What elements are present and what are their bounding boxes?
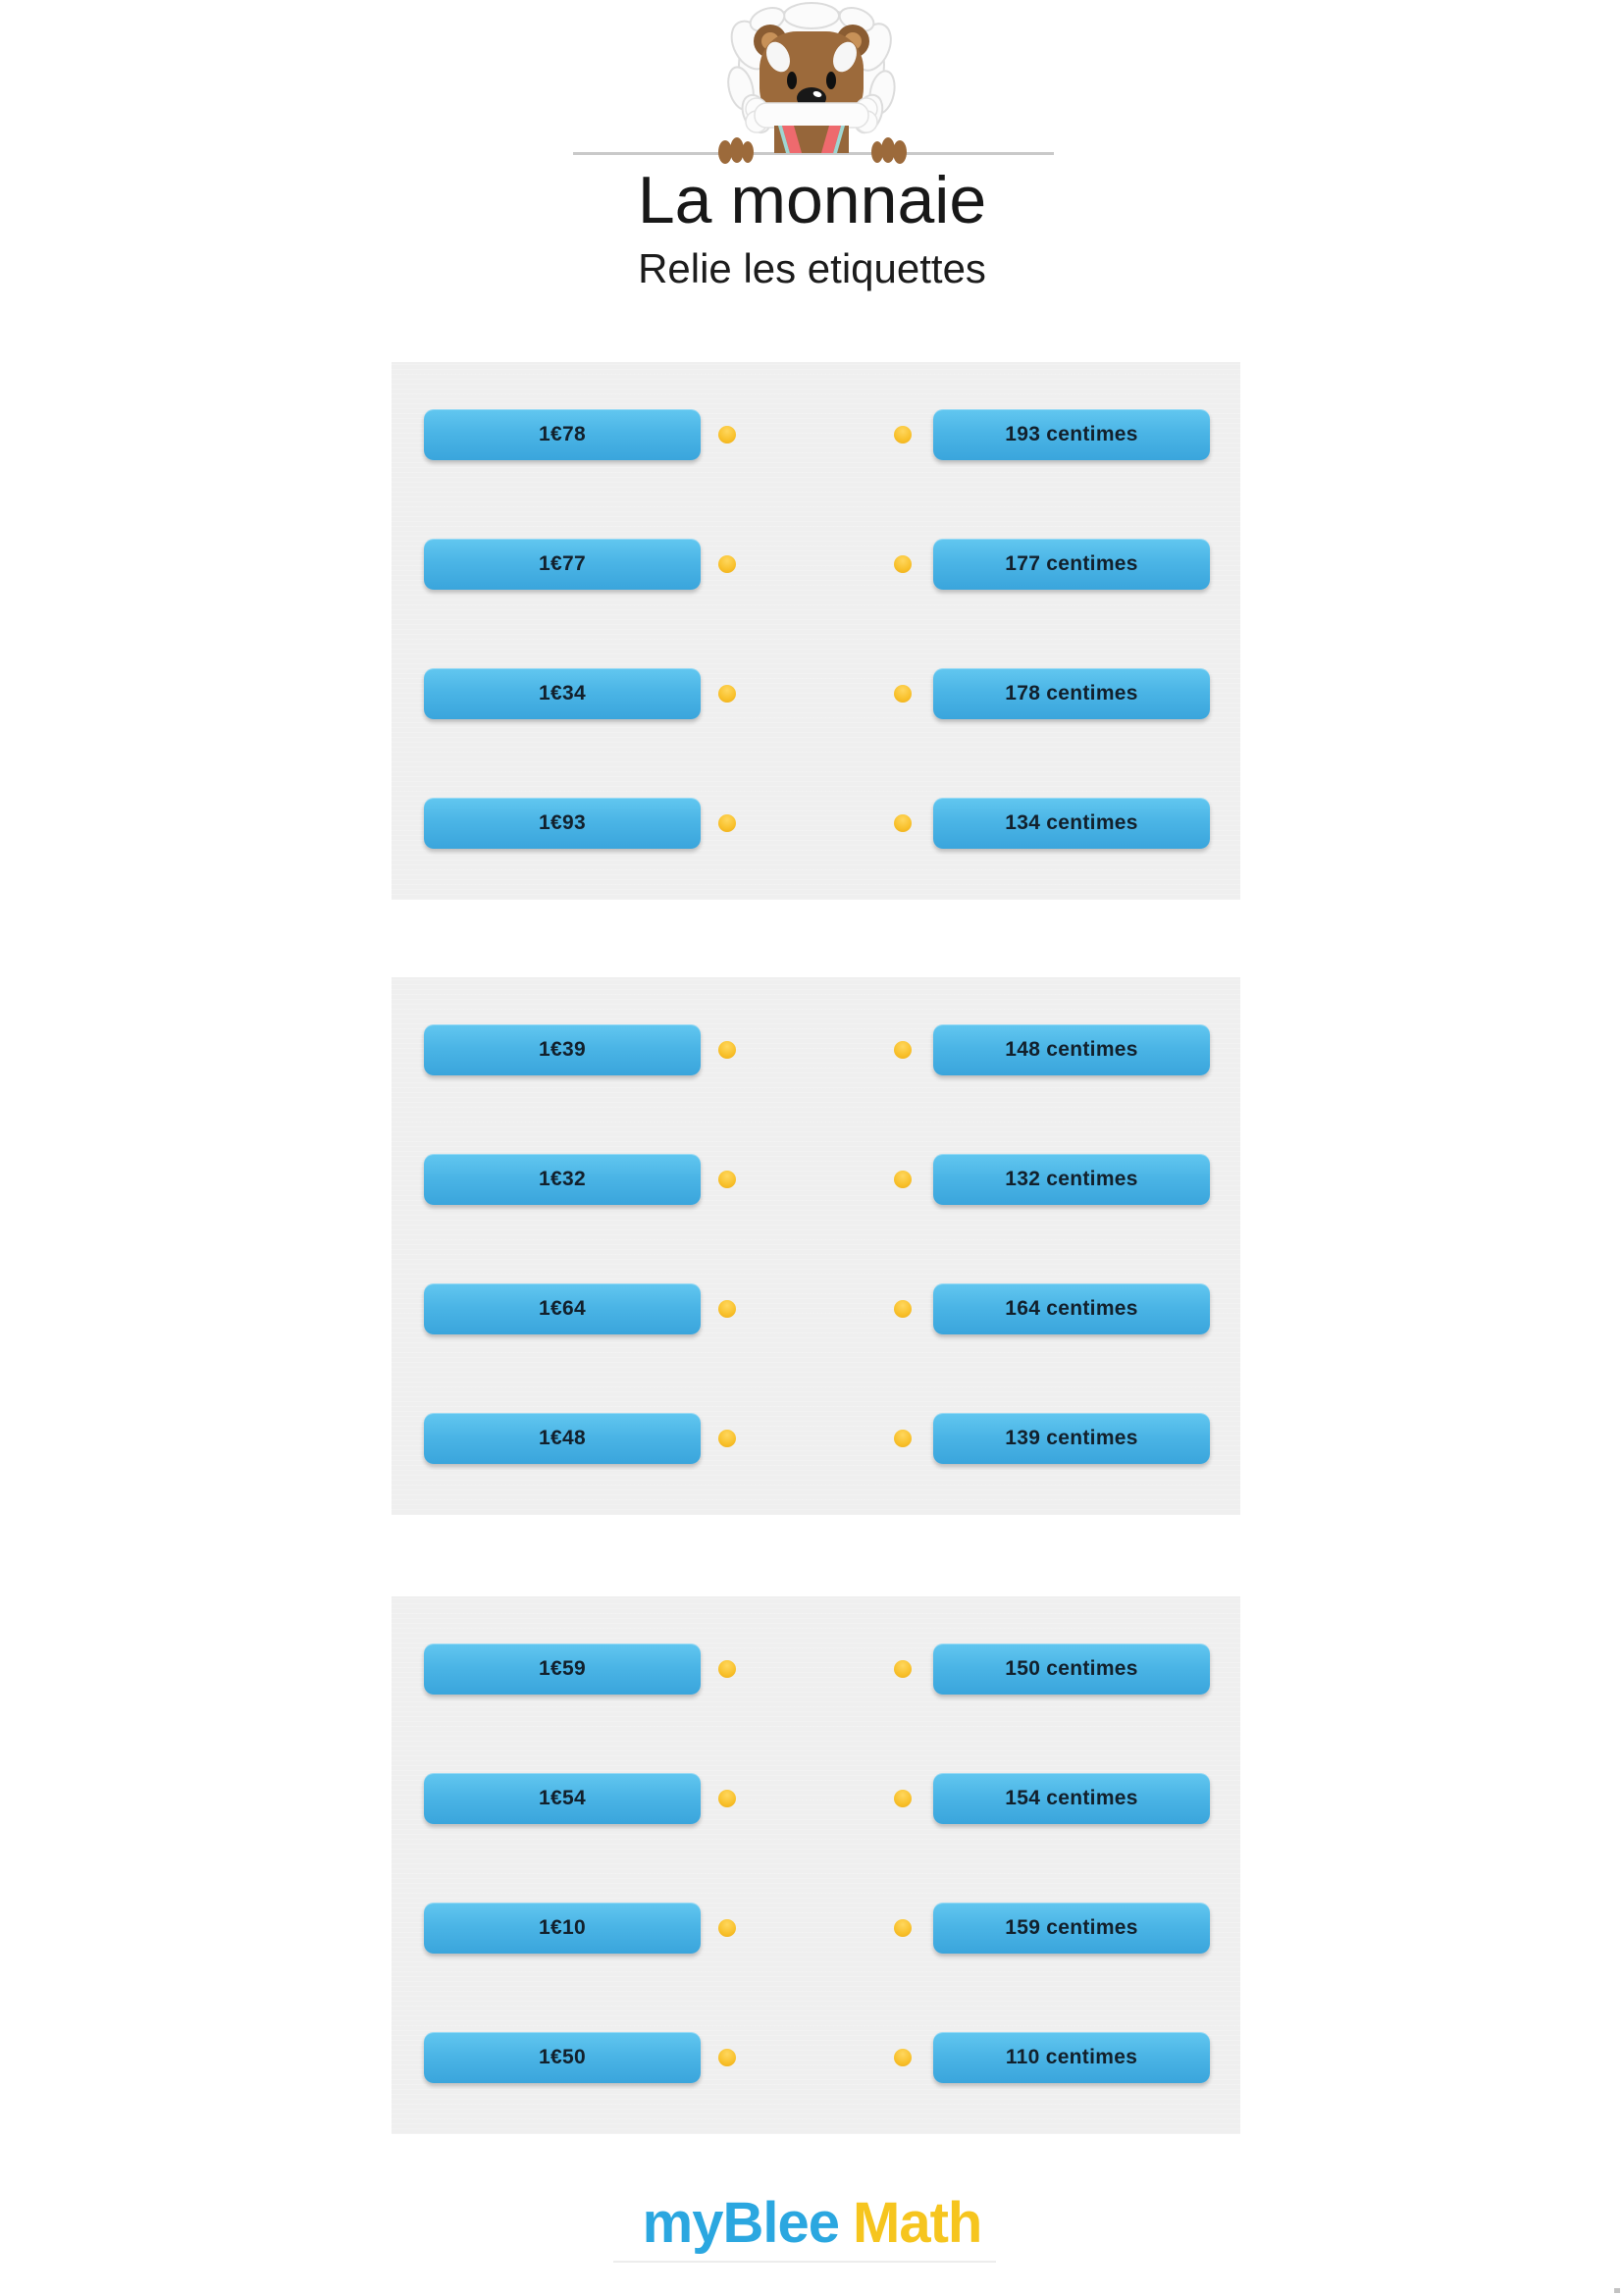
centimes-label-button[interactable]: 164 centimes — [933, 1283, 1210, 1334]
euro-label-button[interactable]: 1€78 — [424, 409, 701, 460]
centimes-label-button[interactable]: 159 centimes — [933, 1903, 1210, 1954]
match-row: 1€32 132 centimes — [392, 1154, 1240, 1205]
header-divider-line — [573, 152, 1054, 155]
euro-label-button[interactable]: 1€48 — [424, 1413, 701, 1464]
connector-dot-right-icon[interactable] — [894, 814, 912, 832]
connector-dot-right-icon[interactable] — [894, 555, 912, 573]
euro-label-button[interactable]: 1€34 — [424, 668, 701, 719]
match-row: 1€34 178 centimes — [392, 668, 1240, 719]
connector-dot-right-icon[interactable] — [894, 1430, 912, 1447]
connector-dot-left-icon[interactable] — [718, 1660, 736, 1678]
connector-dot-right-icon[interactable] — [894, 1041, 912, 1059]
centimes-label-button[interactable]: 150 centimes — [933, 1644, 1210, 1695]
euro-label-button[interactable]: 1€77 — [424, 539, 701, 590]
match-row: 1€48 139 centimes — [392, 1413, 1240, 1464]
euro-label-button[interactable]: 1€10 — [424, 1903, 701, 1954]
match-row: 1€78 193 centimes — [392, 409, 1240, 460]
centimes-label-button[interactable]: 148 centimes — [933, 1024, 1210, 1075]
centimes-label-button[interactable]: 193 centimes — [933, 409, 1210, 460]
connector-dot-left-icon[interactable] — [718, 814, 736, 832]
connector-dot-right-icon[interactable] — [894, 685, 912, 703]
connector-dot-right-icon[interactable] — [894, 1790, 912, 1807]
match-row: 1€64 164 centimes — [392, 1283, 1240, 1334]
euro-label-button[interactable]: 1€32 — [424, 1154, 701, 1205]
connector-dot-left-icon[interactable] — [718, 685, 736, 703]
connector-dot-left-icon[interactable] — [718, 1041, 736, 1059]
connector-dot-right-icon[interactable] — [894, 1171, 912, 1188]
connector-dot-left-icon[interactable] — [718, 1171, 736, 1188]
euro-label-button[interactable]: 1€39 — [424, 1024, 701, 1075]
connector-dot-left-icon[interactable] — [718, 1300, 736, 1318]
connector-dot-right-icon[interactable] — [894, 426, 912, 444]
connector-dot-right-icon[interactable] — [894, 2049, 912, 2066]
connector-dot-left-icon[interactable] — [718, 555, 736, 573]
match-row: 1€93 134 centimes — [392, 798, 1240, 849]
einstein-dog-mascot-icon — [718, 2, 907, 164]
matching-panel-2: 1€39 148 centimes 1€32 132 centimes 1€64… — [392, 977, 1240, 1515]
match-row: 1€54 154 centimes — [392, 1773, 1240, 1824]
match-row: 1€59 150 centimes — [392, 1644, 1240, 1695]
instruction-text: Relie les etiquettes — [638, 245, 986, 291]
euro-label-button[interactable]: 1€54 — [424, 1773, 701, 1824]
match-row: 1€10 159 centimes — [392, 1903, 1240, 1954]
connector-dot-left-icon[interactable] — [718, 2049, 736, 2066]
centimes-label-button[interactable]: 132 centimes — [933, 1154, 1210, 1205]
centimes-label-button[interactable]: 139 centimes — [933, 1413, 1210, 1464]
logo-text-blue: myBlee — [642, 2191, 840, 2255]
euro-label-button[interactable]: 1€64 — [424, 1283, 701, 1334]
centimes-label-button[interactable]: 110 centimes — [933, 2032, 1210, 2083]
connector-dot-right-icon[interactable] — [894, 1919, 912, 1937]
centimes-label-button[interactable]: 177 centimes — [933, 539, 1210, 590]
connector-dot-right-icon[interactable] — [894, 1300, 912, 1318]
connector-dot-left-icon[interactable] — [718, 1430, 736, 1447]
euro-label-button[interactable]: 1€50 — [424, 2032, 701, 2083]
page-title: La monnaie — [637, 163, 987, 237]
matching-panel-3: 1€59 150 centimes 1€54 154 centimes 1€10… — [392, 1596, 1240, 2134]
euro-label-button[interactable]: 1€93 — [424, 798, 701, 849]
connector-dot-left-icon[interactable] — [718, 1790, 736, 1807]
footer-divider-line — [613, 2261, 996, 2263]
logo-text-gold: Math — [853, 2191, 982, 2255]
match-row: 1€39 148 centimes — [392, 1024, 1240, 1075]
connector-dot-left-icon[interactable] — [718, 1919, 736, 1937]
match-row: 1€50 110 centimes — [392, 2032, 1240, 2083]
matching-panel-1: 1€78 193 centimes 1€77 177 centimes 1€34… — [392, 362, 1240, 900]
scan-corner-artifact — [1614, 2288, 1620, 2293]
euro-label-button[interactable]: 1€59 — [424, 1644, 701, 1695]
centimes-label-button[interactable]: 178 centimes — [933, 668, 1210, 719]
connector-dot-right-icon[interactable] — [894, 1660, 912, 1678]
centimes-label-button[interactable]: 154 centimes — [933, 1773, 1210, 1824]
match-row: 1€77 177 centimes — [392, 539, 1240, 590]
centimes-label-button[interactable]: 134 centimes — [933, 798, 1210, 849]
connector-dot-left-icon[interactable] — [718, 426, 736, 444]
